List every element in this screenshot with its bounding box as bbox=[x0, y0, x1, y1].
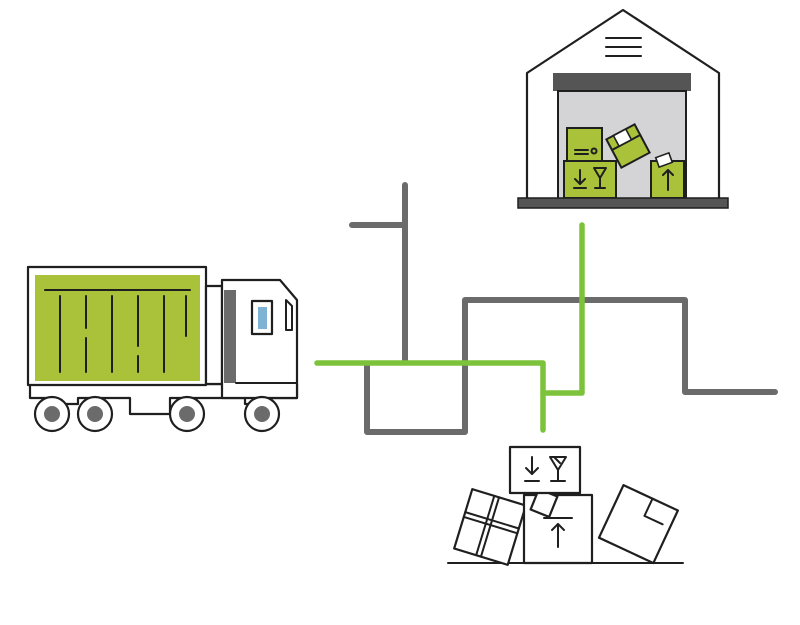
wheel-icon bbox=[168, 395, 206, 433]
box-icon bbox=[563, 160, 617, 199]
this-way-up-icon bbox=[524, 456, 540, 482]
gray-route-lines bbox=[349, 182, 778, 435]
truck-window-glass bbox=[258, 307, 267, 329]
box-icon bbox=[453, 488, 527, 566]
warehouse-floor bbox=[517, 197, 729, 209]
wheel-icon bbox=[76, 395, 114, 433]
arrow-up-icon bbox=[662, 169, 674, 191]
wheel-icon bbox=[243, 395, 281, 433]
truck-container-panel bbox=[35, 275, 200, 381]
truck-windshield bbox=[285, 299, 293, 331]
gray-route-post bbox=[349, 182, 408, 363]
warehouse-boxes bbox=[563, 123, 685, 199]
parcel-stack-icon bbox=[447, 445, 684, 566]
warehouse-door-header bbox=[553, 73, 691, 91]
arrow-up-icon bbox=[551, 523, 565, 548]
green-route-lines bbox=[314, 222, 585, 433]
green-route-to-warehouse bbox=[540, 222, 585, 396]
truck-wheels bbox=[33, 395, 281, 433]
this-way-up-icon bbox=[573, 169, 587, 189]
box-icon bbox=[566, 127, 603, 162]
box-icon bbox=[597, 484, 679, 565]
wheel-icon bbox=[33, 395, 71, 433]
warehouse-vent-icon bbox=[605, 37, 642, 57]
box-icon bbox=[508, 445, 582, 495]
box-icon bbox=[605, 123, 651, 169]
fragile-glass-icon bbox=[549, 456, 567, 482]
gray-route-main bbox=[364, 297, 778, 435]
truck-coupling bbox=[204, 284, 224, 386]
box-icon bbox=[650, 151, 685, 199]
warehouse-icon bbox=[517, 8, 729, 209]
fragile-glass-icon bbox=[593, 167, 607, 189]
green-route-to-parcels bbox=[314, 360, 546, 433]
container-ribs bbox=[44, 289, 191, 373]
truck-cab-pillar bbox=[224, 290, 236, 383]
truck-cab bbox=[220, 278, 299, 400]
truck-icon bbox=[26, 265, 299, 433]
box-icon bbox=[522, 487, 594, 565]
